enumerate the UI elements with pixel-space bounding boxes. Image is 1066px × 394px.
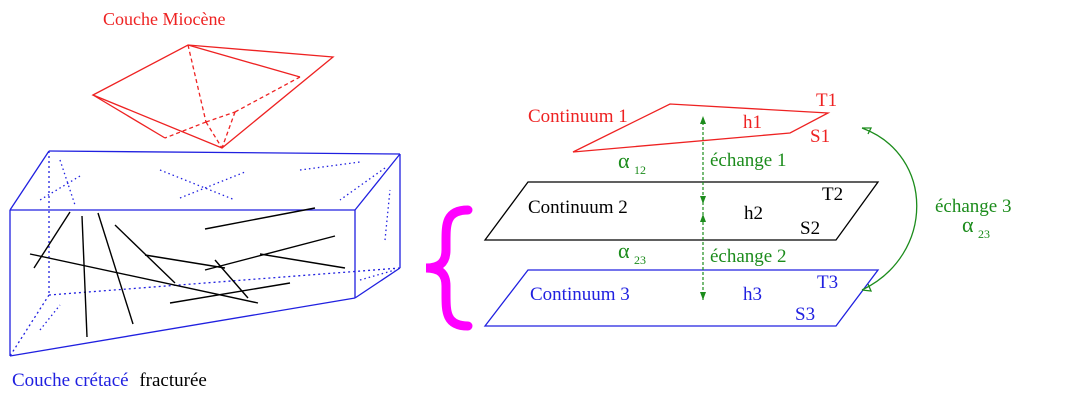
cretaceous-layer-label: Couche crétacé fracturée [12,370,207,391]
alpha23-exchange3-symbol: α [962,212,974,237]
alpha23-symbol: α [618,238,630,263]
cretaceous-layer-box [9,150,401,357]
continuum1-label: Continuum 1 [528,106,628,127]
alpha23-label: α 23 [618,238,646,267]
miocene-layer-label: Couche Miocène [103,9,225,29]
alpha23-subscript: 23 [634,253,646,267]
continuum3-plane [483,269,880,327]
continuum2-h2: h2 [744,203,763,224]
cretaceous-layer-label-plain: fracturée [139,370,207,391]
continuum1-S1: S1 [810,126,830,147]
exchange3-label: échange 3 [935,196,1011,217]
exchange2-label: échange 2 [710,246,786,267]
continuum2-S2: S2 [800,218,820,239]
continuum1-h1: h1 [743,112,762,133]
fractures [29,207,346,338]
continuum2-label: Continuum 2 [528,197,628,218]
continuum3-h3: h3 [743,284,762,305]
continuum1-plane [572,103,831,153]
alpha12-label: α 12 [618,148,646,177]
alpha12-subscript: 12 [634,163,646,177]
grouping-brace [425,205,473,331]
alpha23-exchange3-subscript: 23 [978,227,990,241]
continuum2-plane [483,181,880,241]
vertical-exchange-arrows [700,116,706,300]
exchange1-label: échange 1 [710,150,786,171]
exchange3-arrow [861,127,918,292]
miocene-layer-shape [91,44,335,149]
continuum3-S3: S3 [795,304,815,325]
alpha23-exchange3-label: α 23 [962,212,990,241]
cretaceous-layer-label-colored: Couche crétacé [12,370,129,391]
continuum1-T1: T1 [816,90,837,111]
continuum2-T2: T2 [822,184,843,205]
continuum3-T3: T3 [817,272,838,293]
alpha12-symbol: α [618,148,630,173]
continuum3-label: Continuum 3 [530,284,630,305]
